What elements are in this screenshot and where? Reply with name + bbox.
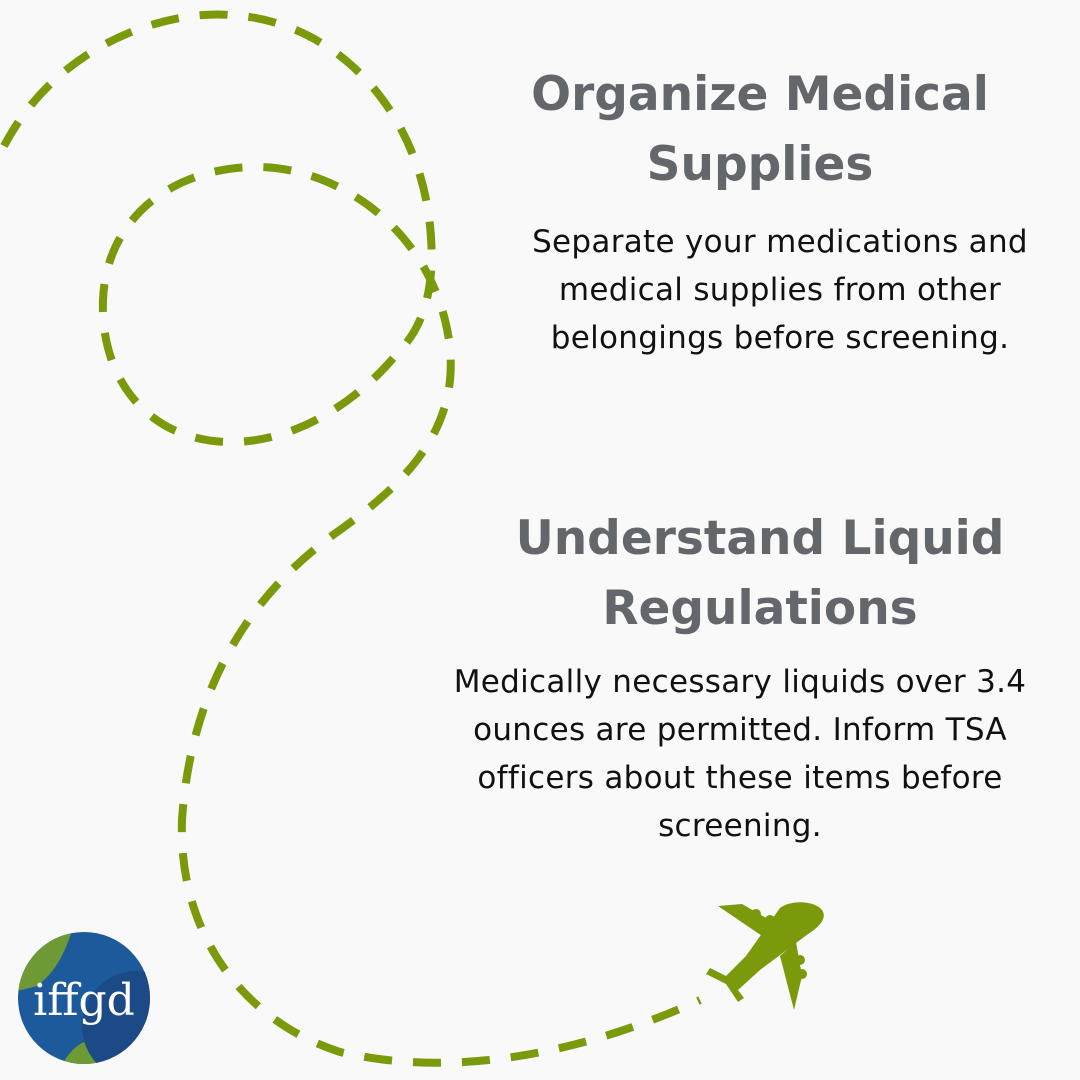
iffgd-logo: iffgd [17,931,151,1065]
section-body-liquids: Medically necessary liquids over 3.4 oun… [453,664,1027,844]
section-heading-organize: Organize Medical Supplies [531,67,989,192]
airplane-icon [706,902,824,1010]
section-heading-liquids: Understand Liquid Regulations [515,511,1005,636]
section-body-organize: Separate your medications and medical su… [532,224,1028,356]
logo-text: iffgd [33,975,135,1026]
